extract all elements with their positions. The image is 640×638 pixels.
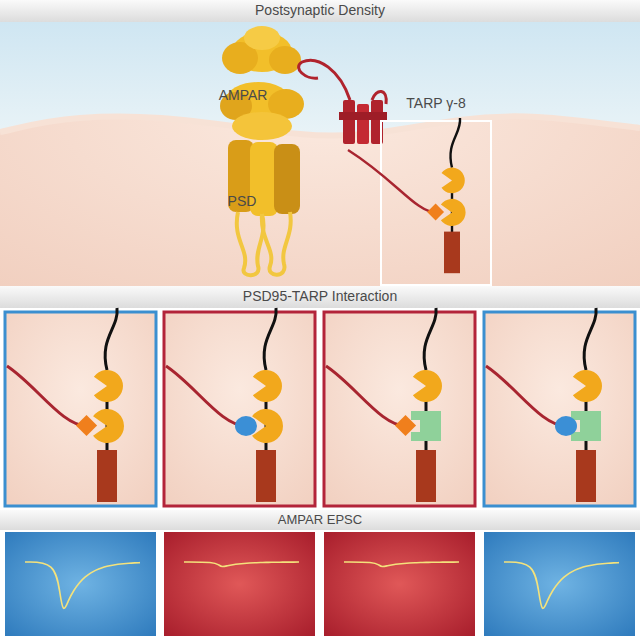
pdz-domain [441, 199, 466, 226]
epsc-panel [5, 532, 156, 636]
psd-ground [0, 0, 640, 286]
inset-frame [381, 121, 491, 285]
tarp-tail [486, 366, 566, 426]
psd95-n-terminus [105, 308, 117, 370]
psd95-n-terminus [584, 308, 596, 370]
pdz-domain [93, 409, 124, 443]
tarp-tail [7, 366, 87, 426]
header-band [0, 286, 640, 308]
epsc-trace [344, 562, 459, 566]
epsc-trace [25, 562, 140, 608]
panel-heading: PSD95-TARP Interaction [243, 289, 397, 304]
psd95-domain [576, 450, 596, 502]
header-band [0, 510, 640, 530]
epsc-panel [164, 532, 315, 636]
tarp-tail [166, 366, 246, 426]
tarp-tail [348, 150, 436, 212]
protein-label: AMPAR [219, 88, 268, 103]
tarp-pdz-ligand [76, 415, 97, 436]
condition-panel [484, 312, 635, 506]
tarp-pdz-ligand [427, 204, 444, 221]
epsc-trace [184, 562, 299, 566]
pdz-domain [94, 370, 123, 402]
pdz-domain [442, 168, 465, 194]
psd95-n-terminus [264, 308, 276, 370]
epsc-panel [324, 532, 475, 636]
pdz-domain [413, 370, 442, 402]
tarp-tail [326, 366, 406, 426]
mutant-ligand [555, 416, 577, 436]
region-label: PSD [228, 194, 257, 209]
ampar-symbol [220, 26, 304, 275]
condition-panel [5, 312, 156, 506]
membrane [0, 116, 640, 135]
tarp-pdz-ligand [395, 415, 416, 436]
psd95-n-terminus [450, 118, 460, 168]
psd95-domain [97, 450, 117, 502]
pdz-domain [573, 370, 602, 402]
epsc-panel [484, 532, 635, 636]
condition-panel [164, 312, 315, 506]
panel-heading: AMPAR EPSC [278, 513, 362, 527]
protein-label: TARP γ-8 [406, 96, 465, 111]
pdz-domain [253, 370, 282, 402]
psd95-symbol [348, 118, 466, 273]
epsc-trace [504, 562, 619, 608]
header-band [0, 0, 640, 22]
tarp-symbol [299, 60, 387, 144]
psd95-n-terminus [424, 308, 436, 370]
psd95-domain [444, 232, 460, 274]
panel-heading: Postsynaptic Density [255, 3, 385, 18]
mutant-ligand [235, 416, 257, 436]
psd95-domain [416, 450, 436, 502]
condition-panel [324, 312, 475, 506]
psd95-domain [256, 450, 276, 502]
extracellular-space [0, 22, 640, 136]
